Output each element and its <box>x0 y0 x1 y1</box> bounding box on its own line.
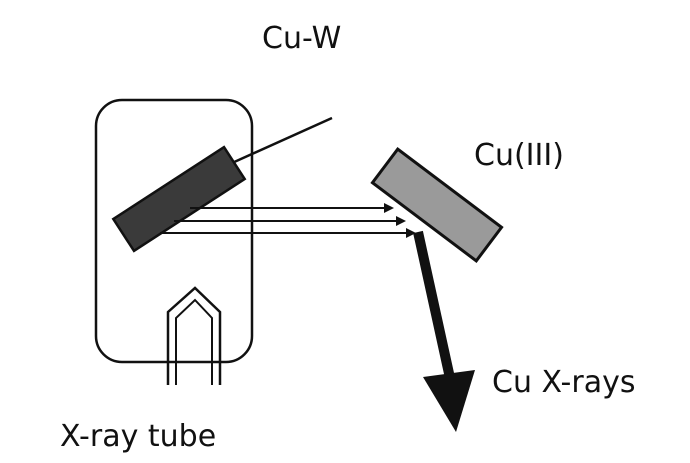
target-lead-wire <box>231 116 333 165</box>
xray-tube-envelope <box>94 98 254 364</box>
cu-w-label: Cu-W <box>262 21 342 56</box>
cu-xrays-label: Cu X-rays <box>492 365 636 400</box>
cathode-filament <box>166 286 222 385</box>
xray-tube-label: X-ray tube <box>60 419 217 454</box>
cu-w-target <box>111 145 247 253</box>
cathode-filament-inner <box>175 298 213 385</box>
cu-iii-label: Cu(III) <box>474 138 564 173</box>
cu-xray-output-arrowhead <box>423 370 475 432</box>
cu-xray-output-shaft <box>413 230 455 380</box>
cu-iii-crystal <box>370 147 504 263</box>
